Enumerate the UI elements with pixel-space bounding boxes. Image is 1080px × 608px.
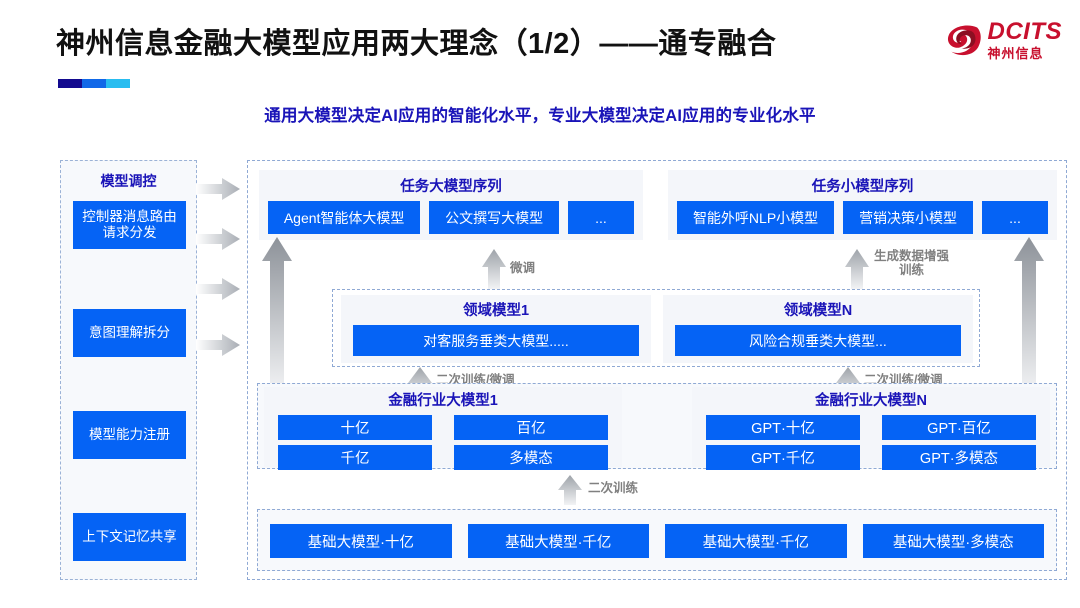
label-retrain-bottom: 二次训练 xyxy=(588,481,639,495)
industry-model-n-heading: 金融行业大模型N xyxy=(815,393,927,409)
chip-industryn-gpt-ten-billion[interactable]: GPT·百亿 xyxy=(882,415,1036,440)
label-data-augmentation-right: 生成数据增强 训练 xyxy=(874,249,950,278)
base-model-chips: 基础大模型·十亿 基础大模型·千亿 基础大模型·千亿 基础大模型·多模态 xyxy=(258,510,1056,572)
title-accent-bar xyxy=(58,79,130,88)
arrow-retrain-bottom xyxy=(558,475,582,505)
industry-model-n-chips: GPT·十亿 GPT·百亿 GPT·千亿 GPT·多模态 xyxy=(692,415,1050,470)
task-large-model-heading: 任务大模型序列 xyxy=(400,179,502,195)
chip-risk-compliance-vertical-model[interactable]: 风险合规垂类大模型... xyxy=(675,325,961,356)
page-title: 神州信息金融大模型应用两大理念（1/2）——通专融合 xyxy=(56,28,777,60)
chip-base-billion[interactable]: 基础大模型·十亿 xyxy=(270,524,452,558)
page-subtitle: 通用大模型决定AI应用的智能化水平，专业大模型决定AI应用的专业化水平 xyxy=(264,107,816,125)
chip-outbound-nlp-model[interactable]: 智能外呼NLP小模型 xyxy=(677,201,835,234)
sidebar-item-context-memory-sharing[interactable]: 上下文记忆共享 xyxy=(73,513,186,561)
chip-industry1-billion[interactable]: 十亿 xyxy=(278,415,432,440)
chip-industry1-multimodal[interactable]: 多模态 xyxy=(454,445,608,470)
dcits-logo: DCITS 神州信息 xyxy=(943,20,1063,60)
task-small-model-panel: 任务小模型序列 智能外呼NLP小模型 营销决策小模型 ... xyxy=(668,170,1057,240)
connector-arrow-right-1 xyxy=(196,178,240,200)
industry-model-n-cell: 金融行业大模型N GPT·十亿 GPT·百亿 GPT·千亿 GPT·多模态 xyxy=(692,387,1050,470)
label-finetune-left: 微调 xyxy=(510,261,536,275)
sidebar-item-capability-registration[interactable]: 模型能力注册 xyxy=(73,411,186,459)
chip-customer-service-vertical-model[interactable]: 对客服务垂类大模型..... xyxy=(353,325,639,356)
connector-arrow-right-2 xyxy=(196,228,240,250)
domain-model-1-heading: 领域模型1 xyxy=(462,303,530,319)
task-small-model-chips: 智能外呼NLP小模型 营销决策小模型 ... xyxy=(668,201,1057,234)
arrow-industry-to-task-left xyxy=(262,237,292,389)
sidebar-item-intent-understanding[interactable]: 意图理解拆分 xyxy=(73,309,186,357)
dcits-swirl-icon xyxy=(947,25,981,56)
chip-task-large-more[interactable]: ... xyxy=(568,201,634,234)
industry-model-1-cell: 金融行业大模型1 十亿 百亿 千亿 多模态 xyxy=(264,387,622,470)
chip-base-hundred-billion-2[interactable]: 基础大模型·千亿 xyxy=(665,524,847,558)
arrow-data-augment-right xyxy=(845,249,869,289)
industry-model-1-chips: 十亿 百亿 千亿 多模态 xyxy=(264,415,622,470)
sidebar-item-controller-routing[interactable]: 控制器消息路由请求分发 xyxy=(73,201,186,249)
sidebar-title: 模型调控 xyxy=(100,173,157,189)
chip-industryn-gpt-multimodal[interactable]: GPT·多模态 xyxy=(882,445,1036,470)
logo-chinese-text: 神州信息 xyxy=(987,46,1044,61)
accent-segment-2 xyxy=(82,79,107,88)
chip-industry1-ten-billion[interactable]: 百亿 xyxy=(454,415,608,440)
task-large-model-panel: 任务大模型序列 Agent智能体大模型 公文撰写大模型 ... xyxy=(259,170,643,240)
connector-arrow-right-4 xyxy=(196,334,240,356)
chip-document-writing-model[interactable]: 公文撰写大模型 xyxy=(429,201,559,234)
logo-english-text: DCITS xyxy=(987,18,1062,45)
industry-model-1-heading: 金融行业大模型1 xyxy=(388,393,498,409)
chip-industry1-hundred-billion[interactable]: 千亿 xyxy=(278,445,432,470)
task-small-model-heading: 任务小模型序列 xyxy=(811,179,914,195)
chip-task-small-more[interactable]: ... xyxy=(982,201,1049,234)
architecture-diagram: 任务大模型序列 Agent智能体大模型 公文撰写大模型 ... 任务小模型序列 … xyxy=(247,160,1067,580)
chip-marketing-decision-model[interactable]: 营销决策小模型 xyxy=(843,201,974,234)
task-large-model-chips: Agent智能体大模型 公文撰写大模型 ... xyxy=(259,201,643,234)
chip-agent-large-model[interactable]: Agent智能体大模型 xyxy=(268,201,421,234)
domain-model-n-cell: 领域模型N 风险合规垂类大模型... xyxy=(663,295,973,363)
base-model-container: 基础大模型·十亿 基础大模型·千亿 基础大模型·千亿 基础大模型·多模态 xyxy=(257,509,1057,571)
model-control-sidebar: 模型调控 控制器消息路由请求分发 意图理解拆分 模型能力注册 上下文记忆共享 xyxy=(60,160,197,580)
chip-industryn-gpt-hundred-billion[interactable]: GPT·千亿 xyxy=(706,445,860,470)
domain-model-container: 领域模型1 对客服务垂类大模型..... 领域模型N 风险合规垂类大模型... xyxy=(332,289,980,367)
accent-segment-3 xyxy=(106,79,130,88)
accent-segment-1 xyxy=(58,79,83,88)
arrow-industry-to-task-right xyxy=(1014,237,1044,389)
arrow-finetune-left xyxy=(482,249,506,289)
domain-model-n-heading: 领域模型N xyxy=(783,303,853,319)
chip-base-hundred-billion-1[interactable]: 基础大模型·千亿 xyxy=(467,524,649,558)
chip-industryn-gpt-billion[interactable]: GPT·十亿 xyxy=(706,415,860,440)
domain-model-1-cell: 领域模型1 对客服务垂类大模型..... xyxy=(341,295,651,363)
connector-arrow-right-3 xyxy=(196,278,240,300)
chip-base-multimodal[interactable]: 基础大模型·多模态 xyxy=(862,524,1044,558)
industry-model-container: 金融行业大模型1 十亿 百亿 千亿 多模态 金融行业大模型N GPT·十亿 GP… xyxy=(257,383,1057,470)
